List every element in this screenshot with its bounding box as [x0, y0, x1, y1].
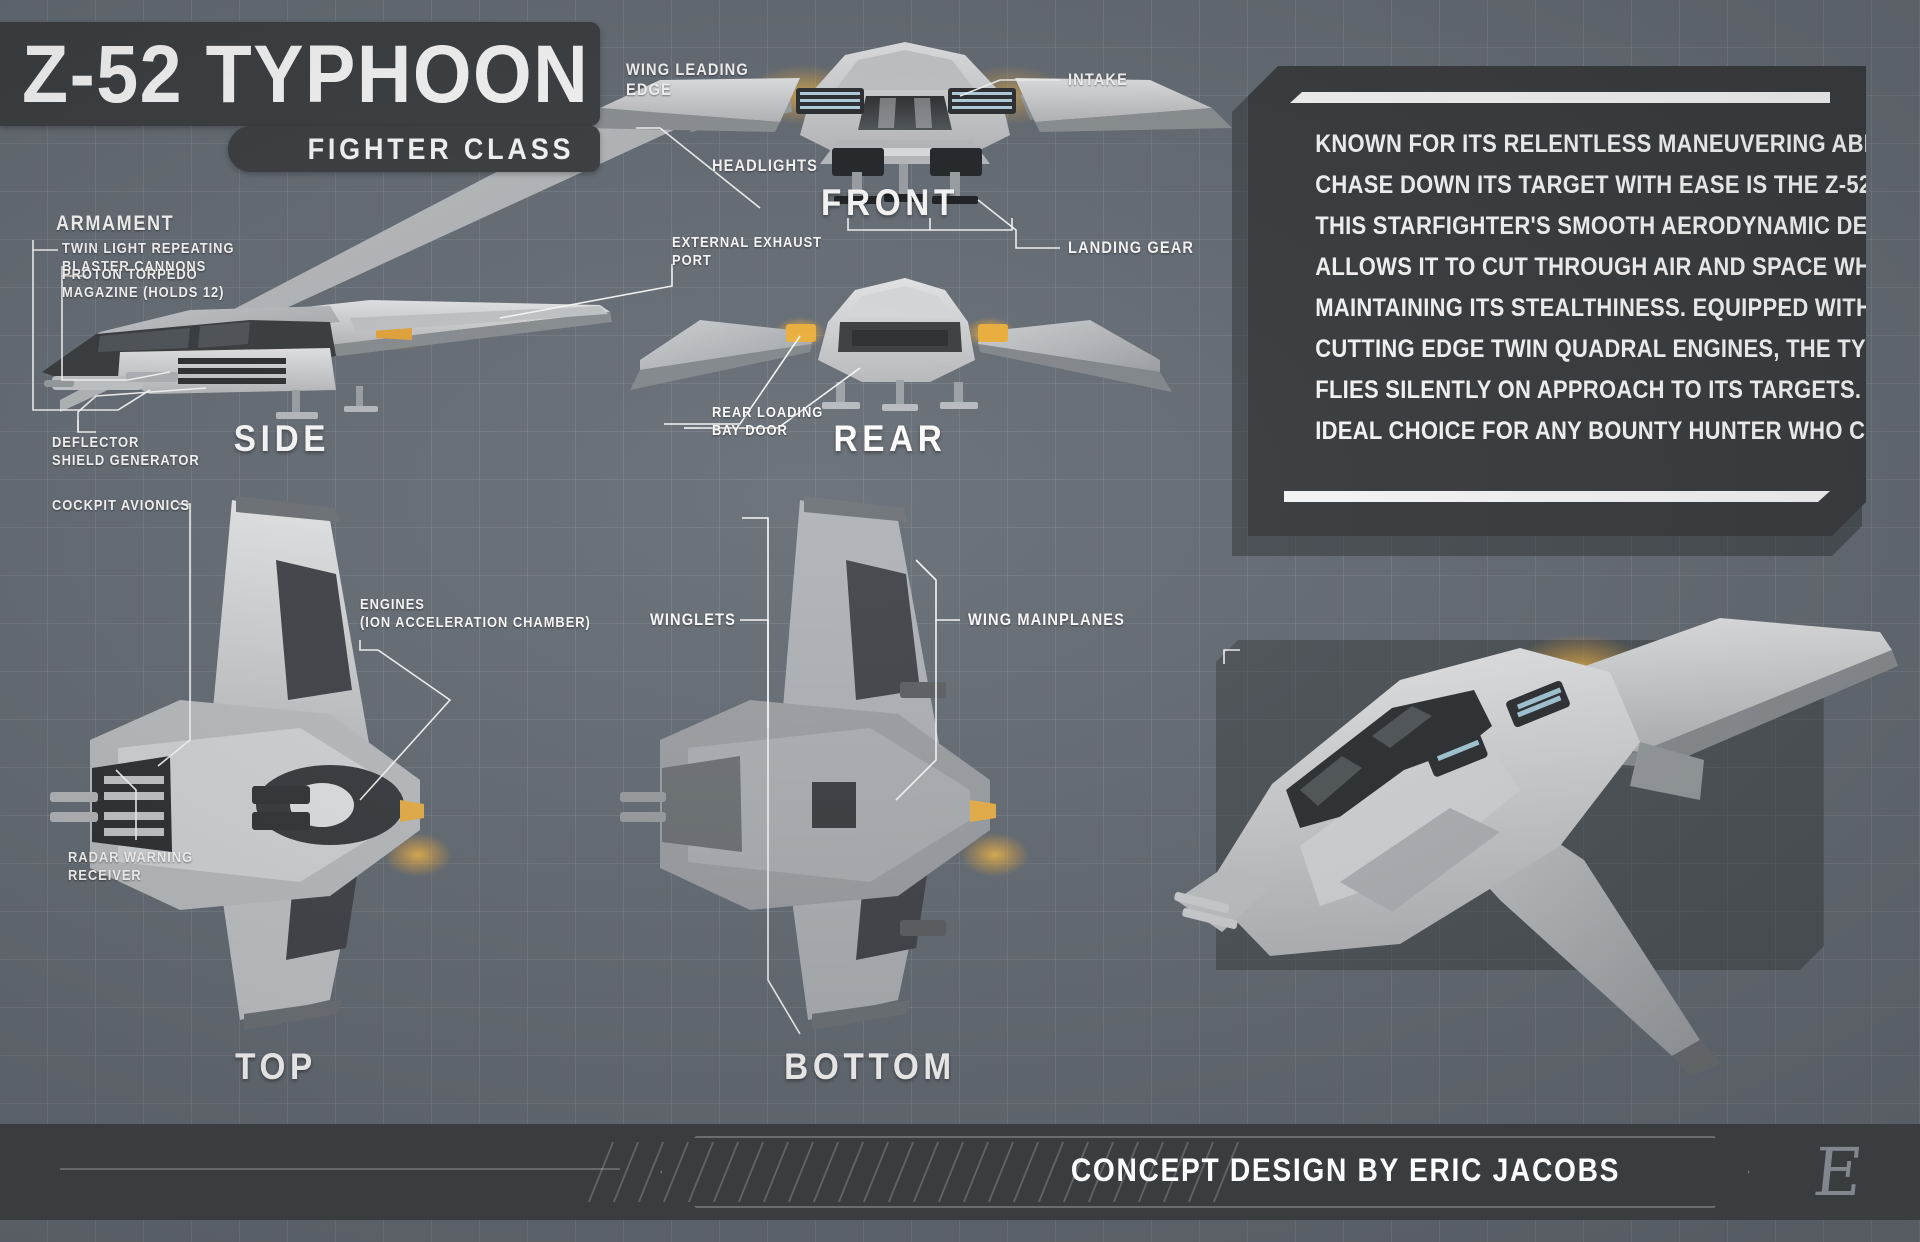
info-panel: KNOWN FOR ITS RELENTLESS MANEUVERING ABI… [1248, 66, 1866, 536]
info-panel-line: KNOWN FOR ITS RELENTLESS MANEUVERING ABI… [1315, 130, 1920, 158]
footer-chevron [587, 1142, 615, 1202]
landing-gear-side [276, 386, 378, 419]
footer-chevron [612, 1142, 640, 1202]
info-panel-line: MAINTAINING ITS STEALTHINESS. EQUIPPED W… [1315, 294, 1873, 322]
intake-grille-right [948, 88, 1016, 114]
ship-top-view [50, 496, 452, 1030]
view-label-front: FRONT [820, 182, 959, 223]
info-panel-line: ALLOWS IT TO CUT THROUGH AIR AND SPACE W… [1315, 253, 1907, 281]
info-rule-top [1290, 92, 1830, 103]
view-label-top: TOP [235, 1046, 317, 1087]
callout-engines: ENGINES(ION ACCELERATION CHAMBER) [360, 596, 591, 631]
subtitle-bar: FIGHTER CLASS [228, 126, 600, 172]
info-rule-bottom [1284, 491, 1830, 502]
landing-gear-front [832, 148, 982, 204]
ship-side-view [42, 300, 612, 419]
view-label-side: SIDE [233, 418, 331, 459]
page-title: Z-52 TYPHOON [22, 29, 590, 120]
view-label-rear: REAR [833, 418, 947, 459]
footer-bar: CONCEPT DESIGN BY ERIC JACOBS E [0, 1124, 1920, 1220]
callout-landing-gear: LANDING GEAR [1068, 238, 1195, 257]
title-bar: Z-52 TYPHOON [0, 22, 600, 126]
blaster-cannons-hero [1174, 891, 1238, 929]
info-panel-line: THIS STARFIGHTER'S SMOOTH AERODYNAMIC DE… [1315, 212, 1920, 240]
info-panel-line: FLIES SILENTLY ON APPROACH TO ITS TARGET… [1315, 376, 1900, 404]
intake-grille-left [796, 88, 864, 114]
callout-armament-heading: ARMAMENT [56, 212, 175, 235]
view-label-bottom: BOTTOM [784, 1046, 956, 1087]
footer-credit: CONCEPT DESIGN BY ERIC JACOBS [1070, 1152, 1620, 1188]
info-panel-line: CHASE DOWN ITS TARGET WITH EASE IS THE Z… [1315, 171, 1920, 199]
callout-wing-mainplanes: WING MAINPLANES [968, 610, 1125, 629]
info-panel-line: CUTTING EDGE TWIN QUADRAL ENGINES, THE T… [1315, 335, 1920, 363]
callout-cockpit-avionics: COCKPIT AVIONICS [52, 497, 191, 514]
footer-hex-frame [660, 1136, 1750, 1208]
ship-bottom-view [620, 496, 1029, 1030]
info-panel-line: IDEAL CHOICE FOR ANY BOUNTY HUNTER WHO C… [1315, 417, 1920, 445]
ship-hero-view [1174, 618, 1898, 1076]
artist-logo: E [1809, 1134, 1867, 1211]
info-panel-text: KNOWN FOR ITS RELENTLESS MANEUVERING ABI… [1282, 124, 1836, 452]
callout-winglets: WINGLETS [650, 610, 736, 629]
callout-intake: INTAKE [1068, 70, 1128, 89]
page-subtitle: FIGHTER CLASS [307, 133, 574, 166]
ship-rear-view [630, 278, 1172, 411]
callout-headlights: HEADLIGHTS [712, 156, 818, 175]
footer-divider-line [60, 1168, 620, 1170]
landing-gear-rear [822, 380, 978, 411]
